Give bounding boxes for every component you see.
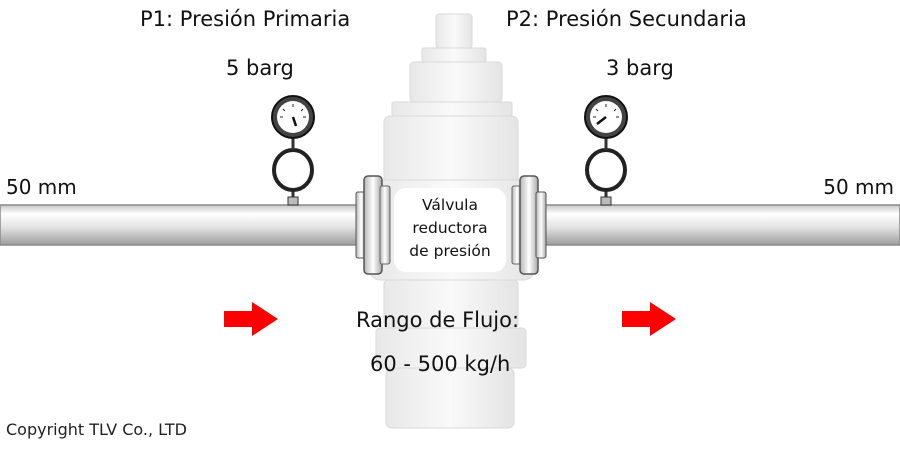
flow-range-value: 60 - 500 kg/h (370, 352, 511, 376)
flow-arrow-icon (224, 302, 278, 336)
valve-label-box: Válvula reductora de presión (394, 188, 506, 272)
copyright-notice: Copyright TLV Co., LTD (6, 420, 187, 439)
inlet-pipe-size: 50 mm (6, 175, 77, 199)
inlet-flange (355, 175, 391, 275)
flow-range-title: Rango de Flujo: (356, 308, 520, 332)
outlet-flange (511, 175, 547, 275)
secondary-pressure-value: 3 barg (606, 56, 674, 80)
flow-arrow-icon (622, 302, 676, 336)
outlet-pipe (539, 204, 900, 246)
primary-pressure-title: P1: Presión Primaria (140, 7, 351, 31)
pressure-gauge-icon (271, 95, 315, 206)
outlet-pipe-size: 50 mm (823, 175, 894, 199)
pressure-gauge-icon (584, 95, 628, 206)
primary-pressure-value: 5 barg (226, 56, 294, 80)
secondary-pressure-title: P2: Presión Secundaria (506, 7, 747, 31)
valve-label: Válvula reductora de presión (409, 196, 491, 260)
inlet-pipe (0, 204, 363, 246)
